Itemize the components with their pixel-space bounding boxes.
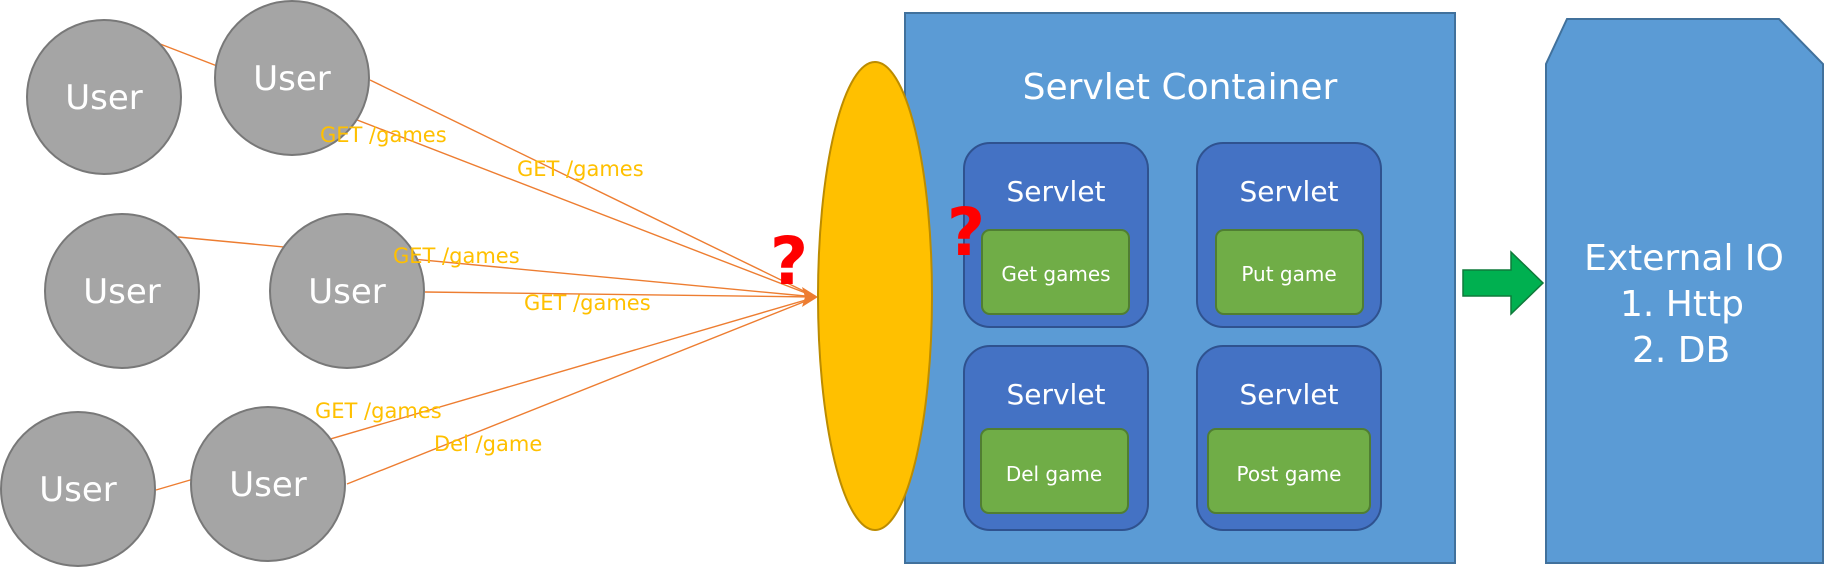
handler-label: Post game — [1237, 462, 1342, 486]
servlet-del-game: Servlet Del game — [963, 345, 1149, 531]
user-label: User — [253, 59, 331, 99]
user-label: User — [65, 78, 143, 118]
edge-arrowhead — [802, 287, 818, 307]
handler-label: Put game — [1241, 262, 1336, 286]
servlet-container: Servlet Container Servlet Get games Serv… — [904, 12, 1456, 564]
user-3: User — [44, 213, 200, 369]
external-item: 1. Http — [1620, 284, 1744, 325]
servlet-put-game: Servlet Put game — [1196, 142, 1382, 328]
request-label: Del /game — [434, 432, 542, 456]
request-label: GET /games — [524, 291, 651, 315]
handler-box — [1215, 229, 1364, 315]
servlet-title: Servlet — [1006, 175, 1105, 208]
servlet-title: Servlet — [1239, 378, 1338, 411]
gateway-ellipse — [817, 61, 933, 531]
edge-user-2 — [369, 79, 817, 298]
request-labels: GET /games GET /games GET /games GET /ga… — [315, 123, 651, 456]
servlet-title: Servlet — [1239, 175, 1338, 208]
right-arrow-icon — [1462, 250, 1545, 316]
request-label: GET /games — [315, 399, 442, 423]
question-mark: ? — [947, 194, 985, 271]
handler-box — [1207, 428, 1371, 514]
container-title: Servlet Container — [1023, 67, 1338, 108]
servlet-post-game: Servlet Post game — [1196, 345, 1382, 531]
edge-user-4 — [424, 291, 817, 298]
user-1: User — [26, 19, 182, 175]
servlet-title: Servlet — [1006, 378, 1105, 411]
request-label: GET /games — [320, 123, 447, 147]
user-4: User — [269, 213, 425, 369]
handler-label: Del game — [1006, 462, 1102, 486]
user-6: User — [190, 406, 346, 562]
user-5: User — [0, 411, 156, 567]
user-label: User — [229, 465, 307, 505]
external-title: External IO — [1584, 238, 1784, 279]
handler-box — [980, 428, 1129, 514]
user-2: User — [214, 0, 370, 156]
handler-box — [981, 229, 1130, 315]
servlet-get-games: Servlet Get games — [963, 142, 1149, 328]
user-label: User — [39, 470, 117, 510]
external-io: External IO 1. Http 2. DB — [1545, 18, 1824, 564]
request-label: GET /games — [393, 244, 520, 268]
user-label: User — [308, 272, 386, 312]
request-label: GET /games — [517, 157, 644, 181]
question-mark: ? — [770, 223, 808, 300]
handler-label: Get games — [1001, 262, 1110, 286]
user-label: User — [83, 272, 161, 312]
external-item: 2. DB — [1632, 330, 1730, 371]
edge-user-6 — [346, 296, 817, 485]
